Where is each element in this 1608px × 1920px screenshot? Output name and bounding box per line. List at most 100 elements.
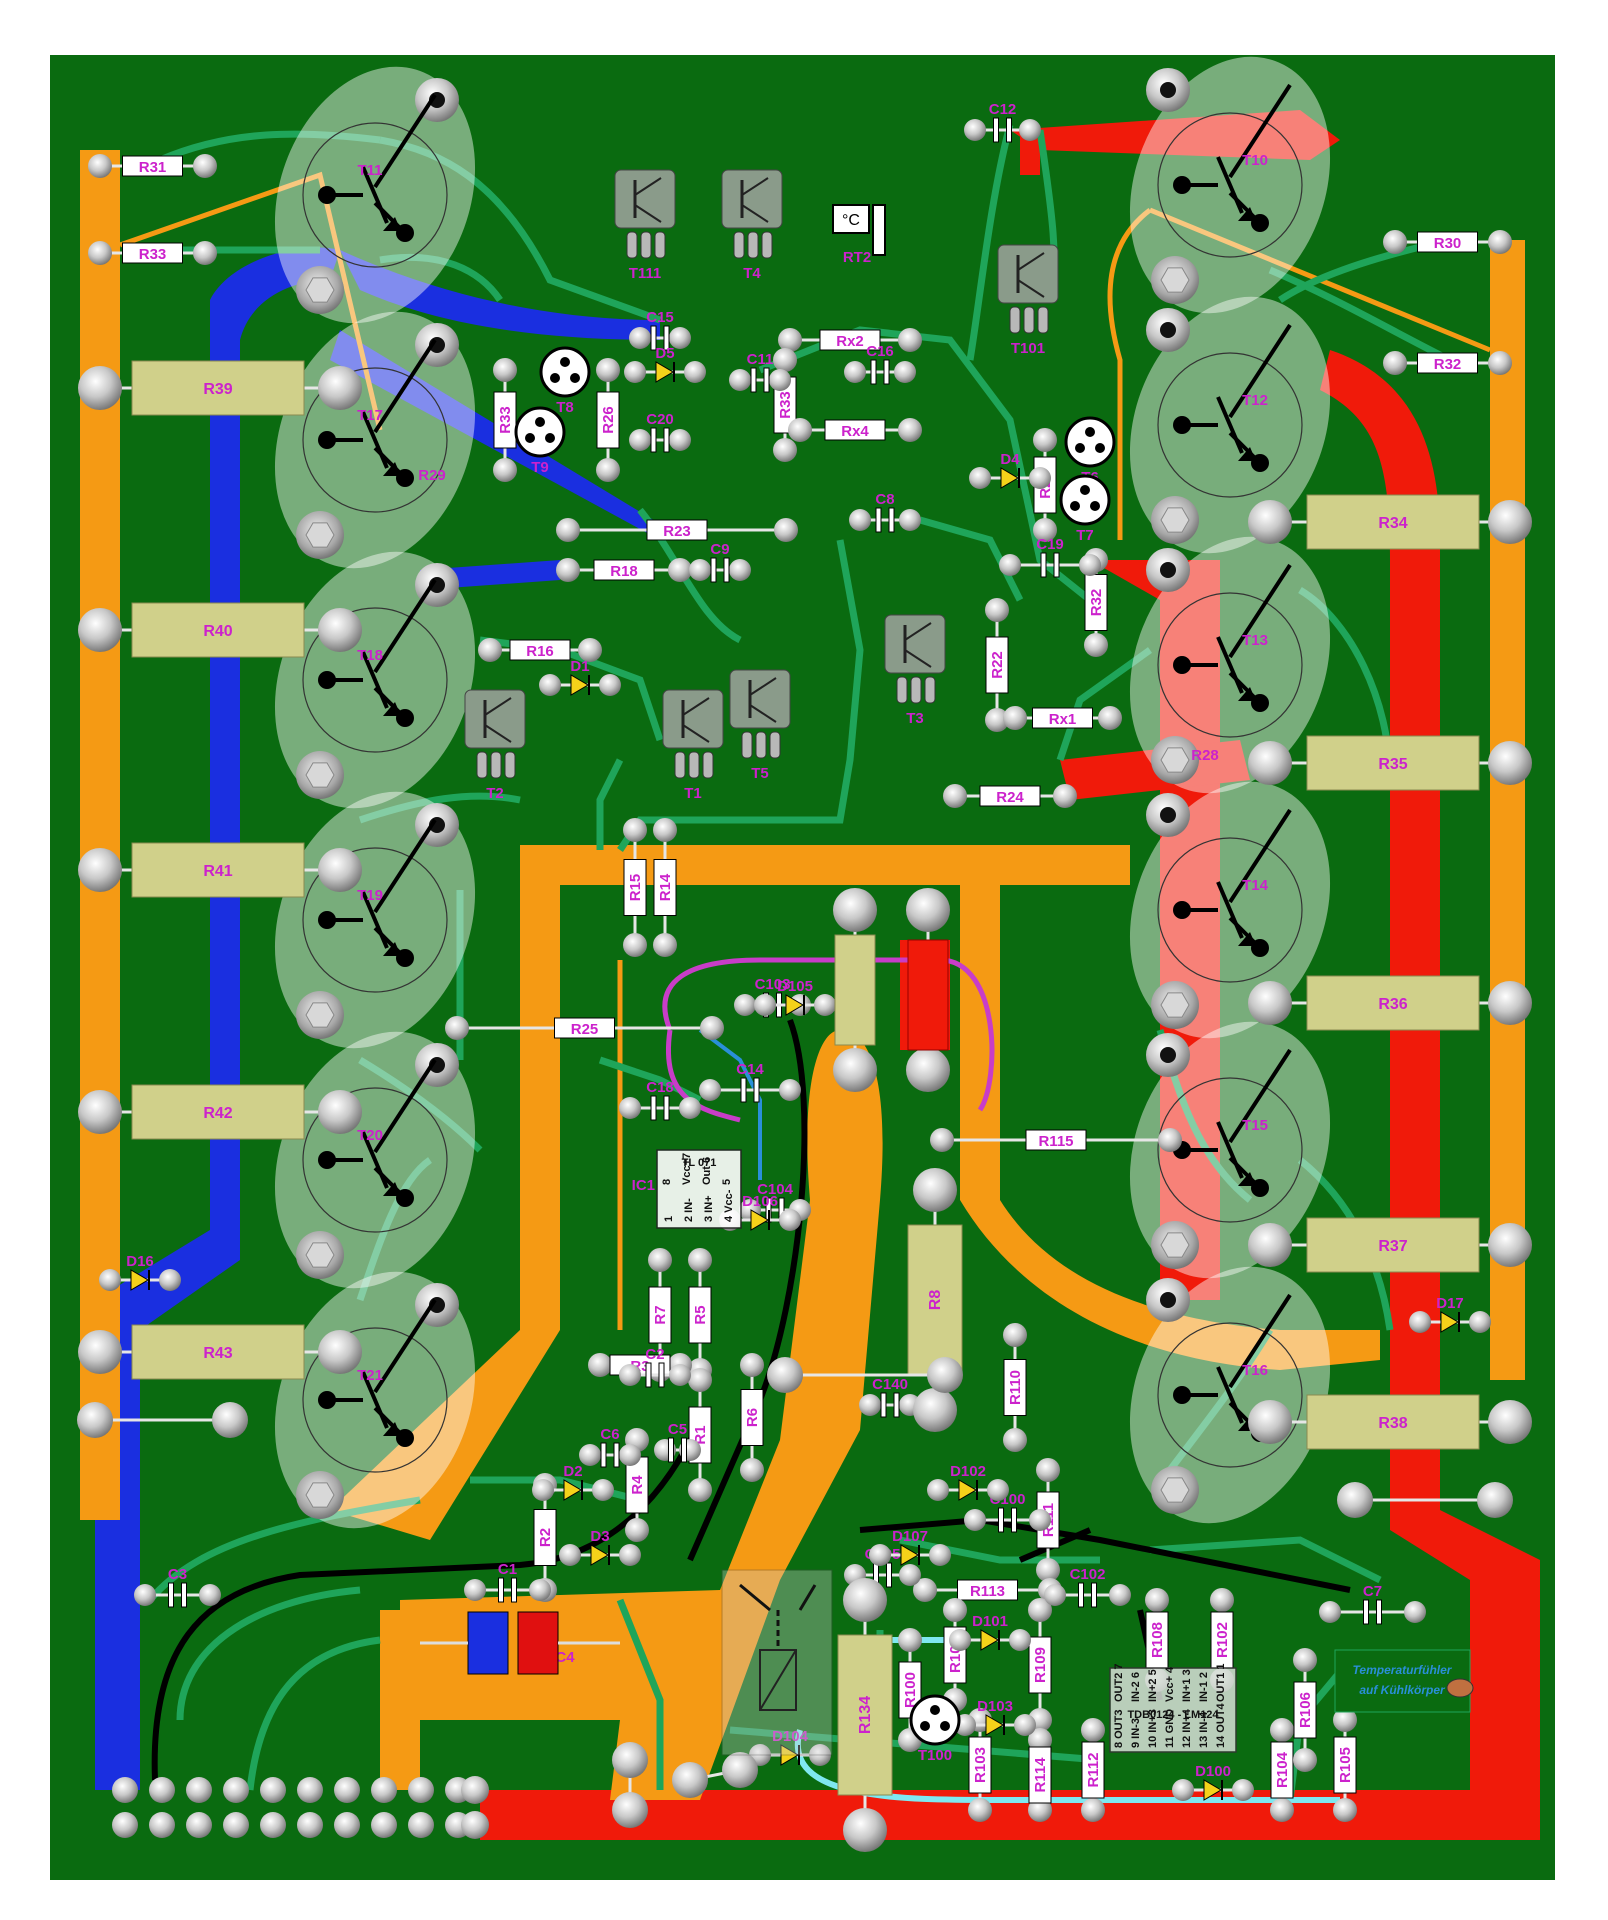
power-transistor-t12[interactable]: T12 <box>1096 268 1365 581</box>
resistor-r101[interactable]: R101 <box>943 1598 967 1712</box>
transistor-t7[interactable]: T7 <box>1059 474 1111 544</box>
resistor-r39[interactable]: R39 <box>78 360 362 416</box>
diode-d100[interactable]: D100 <box>1172 1763 1254 1801</box>
resistor-r115[interactable]: R115 <box>930 1128 1182 1152</box>
capacitor-c7[interactable]: C7 <box>1319 1583 1426 1625</box>
capacitor-c14[interactable]: C14 <box>699 1061 801 1103</box>
resistor-rx1[interactable]: Rx1 <box>1003 706 1122 730</box>
resistor-r5[interactable]: R5 <box>688 1248 712 1382</box>
power-transistor-t10[interactable]: T10 <box>1096 28 1365 341</box>
power-transistor-t16[interactable]: T16 <box>1096 1238 1365 1551</box>
resistor-r43[interactable]: R43 <box>78 1324 362 1380</box>
diode-d101[interactable]: D101 <box>949 1613 1031 1651</box>
resistor-r37[interactable]: R37 <box>1248 1217 1532 1273</box>
capacitor-c6[interactable]: C6 <box>579 1426 641 1468</box>
diode-d105[interactable]: D105 <box>754 978 836 1016</box>
transistor-t2[interactable]: T2 <box>464 689 526 802</box>
resistor-r113[interactable]: R113 <box>913 1578 1062 1602</box>
resistor-r2[interactable]: R2 <box>533 1473 557 1602</box>
resistor-r32[interactable]: R32 <box>1084 548 1108 657</box>
power-resistor-beige[interactable] <box>833 888 877 1092</box>
diode-d5[interactable]: D5 <box>624 345 706 383</box>
resistor-r35[interactable]: R35 <box>1248 735 1532 791</box>
capacitor-c12[interactable]: C12 <box>964 101 1041 143</box>
capacitor-c102[interactable]: C102 <box>1044 1566 1131 1608</box>
connector-pads[interactable] <box>112 1776 489 1839</box>
resistor-r106[interactable]: R106 <box>1293 1648 1317 1772</box>
resistor-r1[interactable]: R1 <box>688 1368 712 1502</box>
resistor-r23[interactable]: R23 <box>556 518 798 542</box>
resistor-r36[interactable]: R36 <box>1248 975 1532 1031</box>
resistor-r38[interactable]: R38 <box>1248 1394 1532 1450</box>
transistor-t1[interactable]: T1 <box>662 689 724 802</box>
diode-d102[interactable]: D102 <box>927 1463 1009 1501</box>
resistor-r40[interactable]: R40 <box>78 602 362 658</box>
resistor-r134[interactable]: R134 <box>837 1578 893 1852</box>
capacitor-c15[interactable]: C15 <box>629 309 691 351</box>
capacitor-c4[interactable] <box>420 1611 620 1675</box>
transistor-t5[interactable]: T5 <box>729 669 791 782</box>
resistor-r33[interactable]: R33 <box>773 348 797 462</box>
resistor-r31[interactable]: R31 <box>88 154 217 178</box>
power-transistor-t15[interactable]: T15 <box>1096 993 1365 1306</box>
power-transistor-t13[interactable]: T13 <box>1096 508 1365 821</box>
transistor-t9[interactable]: T9 <box>514 406 566 476</box>
resistor-r8[interactable]: R8 <box>907 1168 963 1432</box>
resistor-r105[interactable]: R105 <box>1333 1708 1357 1822</box>
resistor-r42[interactable]: R42 <box>78 1084 362 1140</box>
transistor-t4[interactable]: T4 <box>721 169 783 282</box>
capacitor-c100[interactable]: C100 <box>964 1491 1051 1533</box>
resistor-r110[interactable]: R110 <box>1003 1323 1027 1452</box>
relay[interactable] <box>721 1569 833 1756</box>
resistor-r30[interactable]: R30 <box>1383 230 1512 254</box>
transistor-t3[interactable]: T3 <box>884 614 946 727</box>
diode-d1[interactable]: D1 <box>539 658 621 696</box>
resistor-r26[interactable]: R26 <box>596 358 620 482</box>
capacitor-c5[interactable]: C5 <box>654 1421 701 1463</box>
resistor-r33[interactable]: R33 <box>493 358 517 482</box>
power-transistor-t20[interactable]: T20 <box>241 1003 510 1316</box>
resistor-r24[interactable]: R24 <box>943 784 1077 808</box>
capacitor-c18[interactable]: C18 <box>619 1079 701 1121</box>
resistor-r34[interactable]: R34 <box>1248 494 1532 550</box>
capacitor-c3[interactable]: C3 <box>134 1566 221 1608</box>
diode-d17[interactable]: D17 <box>1409 1295 1491 1333</box>
resistor-r14[interactable]: R14 <box>653 818 677 957</box>
power-transistor-t11[interactable]: T11 <box>241 38 510 351</box>
transistor-t8[interactable]: T8 <box>539 346 591 416</box>
resistor-r32[interactable]: R32 <box>1383 351 1512 375</box>
power-transistor-t14[interactable]: T14 <box>1096 753 1365 1066</box>
resistor-r104[interactable]: R104 <box>1270 1718 1294 1822</box>
resistor-rx2[interactable]: Rx2 <box>778 328 922 352</box>
diode-d16[interactable]: D16 <box>99 1253 181 1291</box>
resistor-r15[interactable]: R15 <box>623 818 647 957</box>
capacitor-c9[interactable]: C9 <box>689 541 751 583</box>
power-transistor-t21[interactable]: T21 <box>241 1243 510 1556</box>
diode-d3[interactable]: D3 <box>559 1528 641 1566</box>
resistor-r22[interactable]: R22 <box>985 598 1009 732</box>
capacitor-c19[interactable]: C19 <box>999 536 1101 578</box>
transistor-t100[interactable]: T100 <box>909 1694 961 1764</box>
resistor-r33[interactable]: R33 <box>88 241 217 265</box>
capacitor-c20[interactable]: C20 <box>629 411 691 453</box>
diode-d2[interactable]: D2 <box>532 1463 614 1501</box>
capacitor-c2[interactable]: C2 <box>619 1346 691 1388</box>
resistor-r18[interactable]: R18 <box>556 558 692 582</box>
resistor-r41[interactable]: R41 <box>78 842 362 898</box>
power-resistor-red[interactable] <box>906 888 950 1092</box>
capacitor-c11[interactable]: C11 <box>729 351 791 393</box>
resistor-r109[interactable]: R109 <box>1028 1598 1052 1732</box>
resistor-r16[interactable]: R16 <box>478 638 602 662</box>
resistor-r25[interactable]: R25 <box>445 1016 724 1040</box>
capacitor-c8[interactable]: C8 <box>849 491 921 533</box>
transistor-t111[interactable]: T111 <box>614 169 676 282</box>
diode-d4[interactable]: D4 <box>969 451 1051 489</box>
transistor-t101[interactable]: T101 <box>997 244 1059 357</box>
resistor-r6[interactable]: R6 <box>740 1353 764 1482</box>
resistor-r114[interactable]: R114 <box>1028 1728 1052 1822</box>
capacitor-c1[interactable]: C1 <box>464 1561 551 1603</box>
thermistor-rt2[interactable]: °C RT2 <box>832 204 886 266</box>
resistor-rx4[interactable]: Rx4 <box>788 418 922 442</box>
